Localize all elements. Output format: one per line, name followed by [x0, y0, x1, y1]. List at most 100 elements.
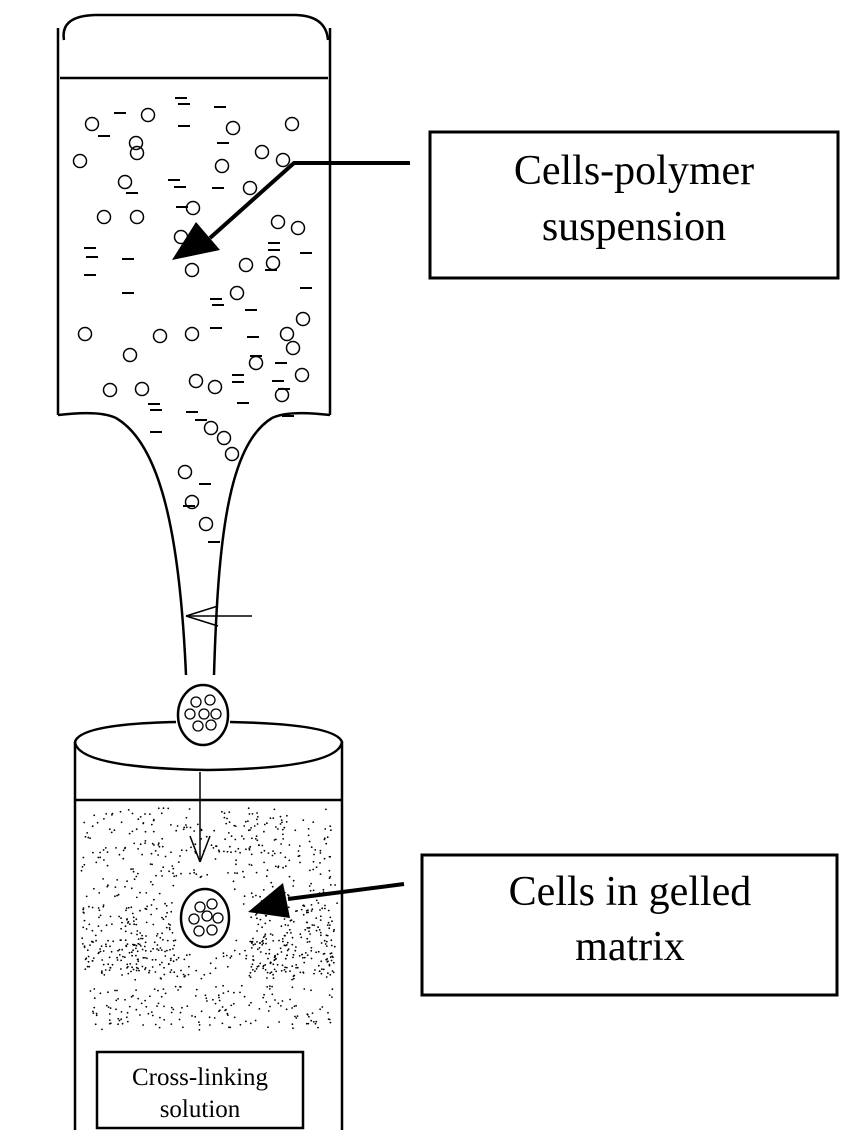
stipple-dot — [317, 1026, 319, 1029]
stipple-dot — [312, 1020, 315, 1023]
stipple-dot — [108, 828, 111, 831]
stipple-dot — [110, 831, 113, 834]
stipple-dot — [252, 959, 255, 962]
stipple-dot — [85, 957, 88, 960]
stipple-dot — [324, 907, 326, 910]
stipple-dot — [283, 826, 286, 829]
stipple-dot — [284, 966, 286, 969]
stipple-dot — [114, 895, 116, 898]
stipple-dot — [318, 929, 321, 931]
stipple-dot — [165, 926, 168, 929]
stipple-dot — [300, 908, 303, 911]
stipple-dot — [153, 941, 156, 944]
cell-circle — [134, 381, 150, 397]
stipple-dot — [145, 892, 148, 894]
stipple-dot — [219, 1009, 221, 1012]
stipple-dot — [312, 860, 315, 863]
stipple-dot — [129, 923, 131, 925]
stipple-dot — [258, 1008, 261, 1010]
stipple-dot — [241, 835, 243, 837]
stipple-dot — [92, 851, 94, 854]
stipple-dot — [233, 1016, 236, 1019]
stipple-dot — [324, 904, 326, 907]
stipple-dot — [265, 938, 268, 940]
stipple-dot — [117, 1017, 120, 1020]
stipple-dot — [119, 939, 122, 941]
stipple-dot — [132, 870, 135, 873]
stipple-dot — [310, 949, 313, 952]
stipple-dot — [155, 907, 158, 910]
stipple-dot — [122, 849, 125, 852]
stipple-dot — [288, 875, 291, 878]
stipple-dot — [163, 1005, 165, 1008]
stipple-dot — [249, 976, 252, 979]
stipple-dot — [144, 941, 147, 944]
droplet-cell-circle — [198, 708, 210, 720]
stipple-dot — [295, 964, 298, 966]
stipple-dot — [248, 1004, 251, 1007]
stipple-dot — [243, 876, 246, 878]
stipple-dot — [225, 954, 228, 957]
stipple-dot — [176, 825, 179, 827]
stipple-dot — [330, 952, 333, 954]
stipple-dot — [171, 865, 174, 867]
stipple-dot — [256, 941, 258, 943]
stipple-dot — [112, 940, 115, 943]
stipple-dot — [331, 988, 334, 991]
stipple-dot — [293, 1005, 296, 1008]
stipple-dot — [111, 923, 113, 925]
stipple-dot — [325, 940, 328, 943]
stipple-dot — [281, 828, 284, 831]
stipple-dot — [177, 956, 180, 959]
stipple-dot — [210, 844, 213, 847]
stipple-dot — [273, 808, 276, 811]
stipple-dot — [135, 923, 138, 926]
stipple-dot — [108, 969, 111, 971]
droplet-cell-circle — [205, 719, 217, 731]
stipple-dot — [127, 920, 130, 923]
stipple-dot — [83, 821, 86, 824]
stipple-dot — [280, 951, 283, 953]
stipple-dot — [130, 932, 133, 935]
stipple-dot — [106, 885, 109, 888]
stipple-dot — [311, 908, 314, 911]
stipple-dot — [144, 907, 147, 910]
stipple-dot — [262, 889, 265, 891]
stipple-dot — [164, 992, 167, 995]
stipple-dot — [279, 852, 282, 854]
beaker-rim-left — [73, 720, 209, 772]
stipple-dot — [157, 842, 160, 845]
stipple-dot — [120, 959, 122, 962]
stipple-dot — [304, 928, 307, 931]
stipple-dot — [264, 964, 267, 966]
stipple-dot — [302, 971, 305, 974]
stipple-dot — [299, 971, 302, 974]
stipple-dot — [185, 954, 188, 957]
stipple-dot — [169, 924, 172, 926]
stipple-dot — [284, 856, 287, 859]
stipple-dot — [238, 953, 241, 955]
stipple-dot — [327, 909, 330, 912]
stipple-dot — [88, 923, 91, 926]
stipple-dot — [250, 1001, 252, 1004]
stipple-dot — [261, 926, 263, 929]
stipple-dot — [135, 944, 138, 947]
stipple-dot — [81, 866, 84, 868]
stipple-dot — [129, 963, 132, 965]
stipple-dot — [174, 985, 177, 988]
stipple-dot — [85, 895, 88, 898]
stipple-dot — [170, 1006, 173, 1009]
gelled-arrowhead — [248, 883, 290, 918]
stipple-dot — [280, 969, 283, 972]
stipple-dot — [306, 1013, 309, 1016]
stipple-dot — [272, 940, 275, 942]
stipple-dot — [319, 1008, 321, 1011]
stipple-dot — [137, 872, 139, 875]
stipple-dot — [157, 844, 160, 846]
stipple-dot — [102, 905, 105, 908]
stipple-dot — [330, 829, 332, 832]
stipple-dot — [150, 852, 153, 855]
stipple-dot — [118, 1019, 121, 1022]
stipple-dot — [284, 934, 286, 937]
stipple-dot — [137, 960, 140, 963]
